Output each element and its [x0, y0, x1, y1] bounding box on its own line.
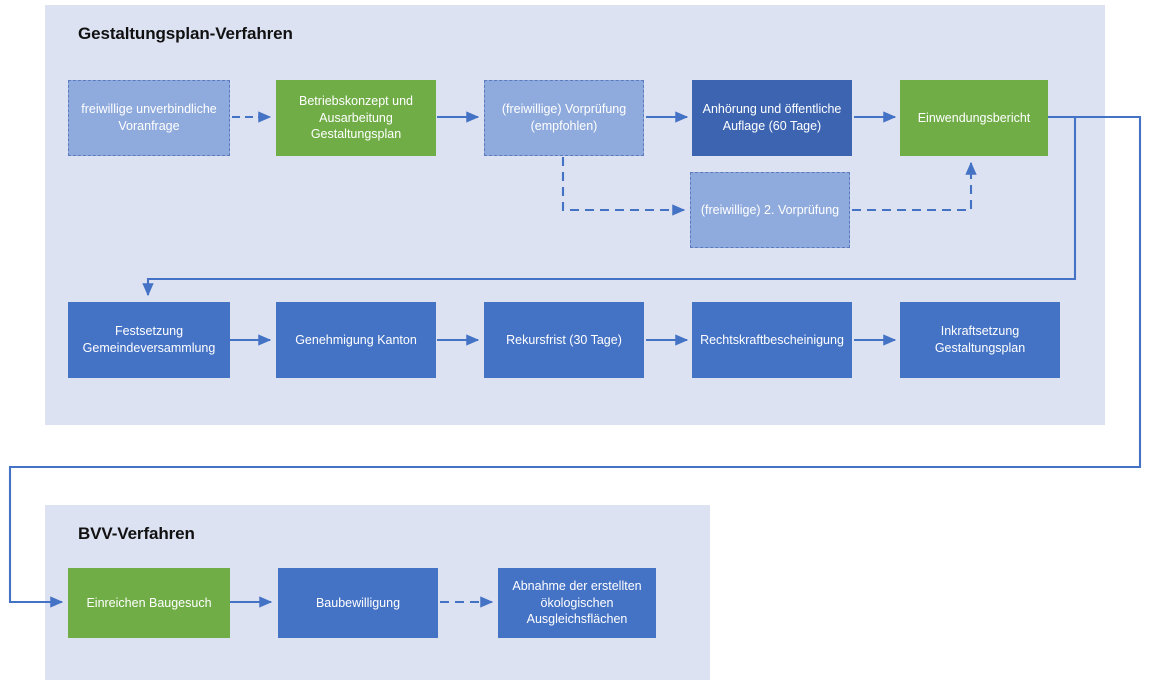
node-label: Rechtskraftbescheinigung [700, 332, 844, 347]
node-vorpruefung[interactable]: (freiwillige) Vorprüfung (empfohlen) [484, 80, 644, 156]
node-label: Abnahme der erstellten ökologischen Ausg… [512, 578, 642, 627]
node-einreichen-baugesuch[interactable]: Einreichen Baugesuch [68, 568, 230, 638]
node-inkraftsetzung[interactable]: Inkraftsetzung Gestaltungsplan [900, 302, 1060, 378]
node-label: Baubewilligung [315, 595, 401, 610]
node-freiwillige-voranfrage[interactable]: freiwillige unverbindliche Voranfrage [68, 80, 230, 156]
node-label: Betriebskonzept und Ausarbeitung Gestalt… [299, 93, 413, 142]
node-label: Anhörung und öffentliche Auflage (60 Tag… [702, 102, 842, 133]
node-betriebskonzept[interactable]: Betriebskonzept und Ausarbeitung Gestalt… [276, 80, 436, 156]
node-festsetzung[interactable]: Festsetzung Gemeindeversammlung [68, 302, 230, 378]
node-einwendungsbericht[interactable]: Einwendungsbericht [900, 80, 1048, 156]
node-abnahme-ausgleichsflaechen[interactable]: Abnahme der erstellten ökologischen Ausg… [498, 568, 656, 638]
node-label: Genehmigung Kanton [295, 332, 417, 347]
node-baubewilligung[interactable]: Baubewilligung [278, 568, 438, 638]
node-label: freiwillige unverbindliche Voranfrage [81, 102, 217, 133]
node-anhoerung[interactable]: Anhörung und öffentliche Auflage (60 Tag… [692, 80, 852, 156]
node-label: Rekursfrist (30 Tage) [506, 332, 622, 347]
node-rekursfrist[interactable]: Rekursfrist (30 Tage) [484, 302, 644, 378]
gestaltungsplan-panel-title: Gestaltungsplan-Verfahren [78, 24, 293, 43]
node-label: Einwendungsbericht [917, 110, 1031, 125]
node-label: Inkraftsetzung Gestaltungsplan [934, 324, 1026, 355]
bvv-panel-title: BVV-Verfahren [78, 524, 195, 543]
node-zweite-vorpruefung[interactable]: (freiwillige) 2. Vorprüfung [690, 172, 850, 248]
node-label: Einreichen Baugesuch [86, 595, 212, 610]
node-label: Festsetzung Gemeindeversammlung [82, 324, 216, 355]
node-rechtskraftbescheinigung[interactable]: Rechtskraftbescheinigung [692, 302, 852, 378]
node-label: (freiwillige) Vorprüfung (empfohlen) [501, 102, 627, 133]
node-genehmigung-kanton[interactable]: Genehmigung Kanton [276, 302, 436, 378]
node-label: (freiwillige) 2. Vorprüfung [700, 202, 840, 217]
